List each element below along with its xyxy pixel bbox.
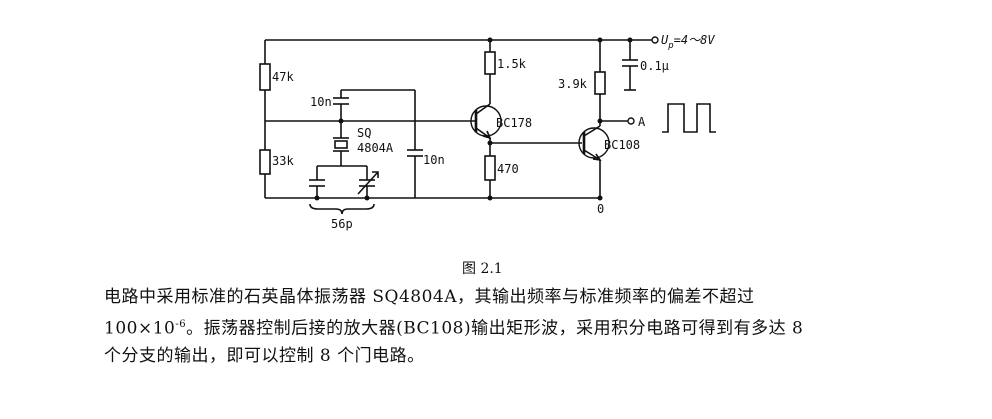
description-paragraph: 电路中采用标准的石英晶体振荡器 SQ4804A，其输出频率与标准频率的偏差不超过… [104, 284, 904, 370]
label-crystal-sq: SQ [357, 126, 371, 140]
resistor-47k [259, 63, 271, 91]
brace [309, 203, 375, 215]
label-3-9k: 3.9k [558, 77, 588, 91]
crystal-sq4804a [334, 140, 348, 149]
resistor-1-5k [484, 51, 496, 75]
square-wave [662, 103, 716, 133]
label-10n-a: 10n [310, 95, 332, 109]
description-line-2: 100×10-6。振荡器控制后接的放大器(BC108)输出矩形波，采用积分电路可… [104, 318, 804, 339]
transistor-bc108 [578, 127, 610, 159]
description-line-1: 电路中采用标准的石英晶体振荡器 SQ4804A，其输出频率与标准频率的偏差不超过 [104, 287, 755, 307]
label-47k: 47k [272, 70, 294, 84]
label-56p: 56p [331, 217, 353, 231]
label-10n-b: 10n [423, 153, 445, 167]
figure-caption: 图 2.1 [462, 261, 503, 277]
label-output-a: A [638, 115, 646, 129]
resistor-470 [484, 155, 496, 181]
label-bc178: BC178 [496, 116, 532, 130]
description-line-3: 个分支的输出，即可以控制 8 个门电路。 [104, 345, 425, 366]
label-ground: 0 [597, 202, 604, 216]
circuit-diagram: 47k 33k 10n SQ 4804A 56p 10n BC178 [259, 33, 716, 231]
label-33k: 33k [272, 154, 294, 168]
resistor-3-9k [594, 71, 606, 95]
label-470: 470 [497, 162, 519, 176]
label-bc108: BC108 [604, 138, 640, 152]
label-0-1u: 0.1μ [640, 59, 669, 73]
resistor-33k [259, 149, 271, 175]
output-terminal-a [627, 117, 635, 125]
label-supply: Up=4～8V [661, 33, 715, 51]
label-crystal-part: 4804A [357, 141, 394, 155]
supply-terminal [651, 36, 659, 44]
label-1-5k: 1.5k [497, 57, 527, 71]
